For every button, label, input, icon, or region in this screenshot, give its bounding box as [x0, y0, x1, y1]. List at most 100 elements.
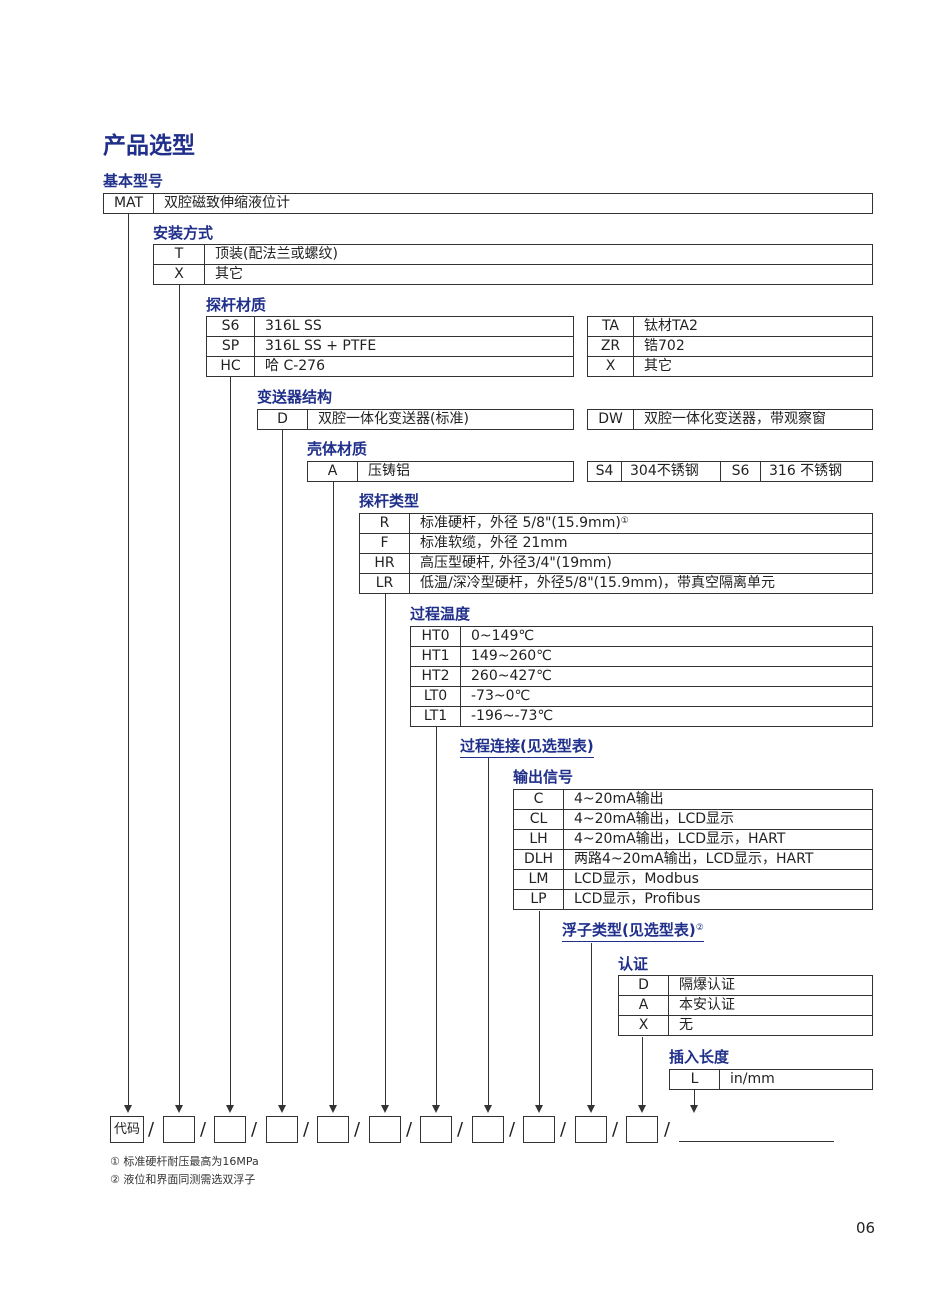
- code-slot-length-underline[interactable]: [679, 1141, 834, 1142]
- footnote-1: ① 标准硬杆耐压最高为16MPa: [110, 1155, 259, 1168]
- connector-line: [488, 758, 489, 1106]
- option-desc: 304不锈钢: [621, 461, 721, 482]
- option-desc: 压铸铝: [357, 461, 574, 482]
- arrow-down-icon: [175, 1105, 183, 1113]
- option-code: X: [587, 356, 634, 377]
- code-slot-connection[interactable]: [472, 1116, 504, 1143]
- option-desc: 顶装(配法兰或螺纹): [204, 244, 873, 265]
- separator-slash: /: [560, 1119, 567, 1140]
- option-code: HC: [206, 356, 255, 377]
- table-row: MAT 双腔磁致伸缩液位计: [103, 193, 873, 214]
- option-desc: 无: [668, 1015, 873, 1036]
- code-slot-mount[interactable]: [163, 1116, 195, 1143]
- option-code: L: [669, 1069, 720, 1090]
- option-code: CL: [513, 809, 564, 830]
- option-desc: 316 不锈钢: [760, 461, 873, 482]
- arrow-down-icon: [278, 1105, 286, 1113]
- code-slot-transmitter[interactable]: [266, 1116, 298, 1143]
- separator-slash: /: [354, 1119, 361, 1140]
- separator-slash: /: [509, 1119, 516, 1140]
- separator-slash: /: [303, 1119, 310, 1140]
- option-desc: 4~20mA输出，LCD显示，HART: [563, 829, 873, 850]
- option-desc: 其它: [633, 356, 873, 377]
- option-code: X: [153, 264, 205, 285]
- option-code: HT0: [410, 626, 461, 647]
- option-code: D: [618, 975, 669, 996]
- option-desc: 高压型硬杆, 外径3/4"(19mm): [409, 553, 873, 574]
- option-desc: 双腔一体化变送器，带观察窗: [633, 409, 873, 430]
- arrow-down-icon: [638, 1105, 646, 1113]
- section-heading-mount: 安装方式: [153, 224, 214, 242]
- arrow-down-icon: [690, 1105, 698, 1113]
- footnote-mark-1: ①: [620, 516, 629, 526]
- connector-line: [128, 213, 129, 1106]
- connector-line: [591, 943, 592, 1106]
- option-desc: 标准软缆，外径 21mm: [409, 533, 873, 554]
- option-desc: -196~-73℃: [460, 706, 873, 727]
- option-desc: 4~20mA输出，LCD显示: [563, 809, 873, 830]
- connector-line: [539, 911, 540, 1106]
- code-slot-temperature[interactable]: [420, 1116, 452, 1143]
- arrow-down-icon: [484, 1105, 492, 1113]
- option-code: LM: [513, 869, 564, 890]
- option-desc: 哈 C-276: [254, 356, 574, 377]
- connector-line: [436, 727, 437, 1106]
- option-code: HT1: [410, 646, 461, 667]
- table-housing-right: S4 304不锈钢 S6 316 不锈钢: [587, 461, 873, 482]
- code-slot-housing[interactable]: [317, 1116, 349, 1143]
- option-desc: in/mm: [719, 1069, 873, 1090]
- table-row: S4 304不锈钢 S6 316 不锈钢: [587, 461, 873, 482]
- option-code: C: [513, 789, 564, 810]
- option-code: DLH: [513, 849, 564, 870]
- option-code: HT2: [410, 666, 461, 687]
- option-code: A: [307, 461, 358, 482]
- section-heading-length: 插入长度: [669, 1048, 730, 1066]
- option-desc: 双腔磁致伸缩液位计: [153, 193, 873, 214]
- connector-line: [230, 377, 231, 1106]
- section-heading-rod: 探杆材质: [206, 296, 267, 314]
- separator-slash: /: [200, 1119, 207, 1140]
- code-slot-float[interactable]: [575, 1116, 607, 1143]
- option-code: S6: [206, 316, 255, 337]
- option-desc-text: 标准硬杆，外径 5/8"(15.9mm): [420, 515, 621, 531]
- option-code: SP: [206, 336, 255, 357]
- page-number: 06: [856, 1219, 876, 1237]
- option-code: TA: [587, 316, 634, 337]
- option-desc: LCD显示，Modbus: [563, 869, 873, 890]
- code-slot-rod-material[interactable]: [214, 1116, 246, 1143]
- table-row: LT1-196~-73℃: [410, 706, 873, 727]
- code-slot-output[interactable]: [523, 1116, 555, 1143]
- option-code: A: [618, 995, 669, 1016]
- section-heading-housing: 壳体材质: [307, 440, 368, 458]
- code-slot-probe-type[interactable]: [369, 1116, 401, 1143]
- code-label-box: 代码: [110, 1116, 144, 1143]
- section-heading-output: 输出信号: [513, 768, 574, 786]
- option-code: MAT: [103, 193, 154, 214]
- arrow-down-icon: [432, 1105, 440, 1113]
- table-base: MAT 双腔磁致伸缩液位计: [103, 193, 873, 214]
- code-slot-certification[interactable]: [626, 1116, 658, 1143]
